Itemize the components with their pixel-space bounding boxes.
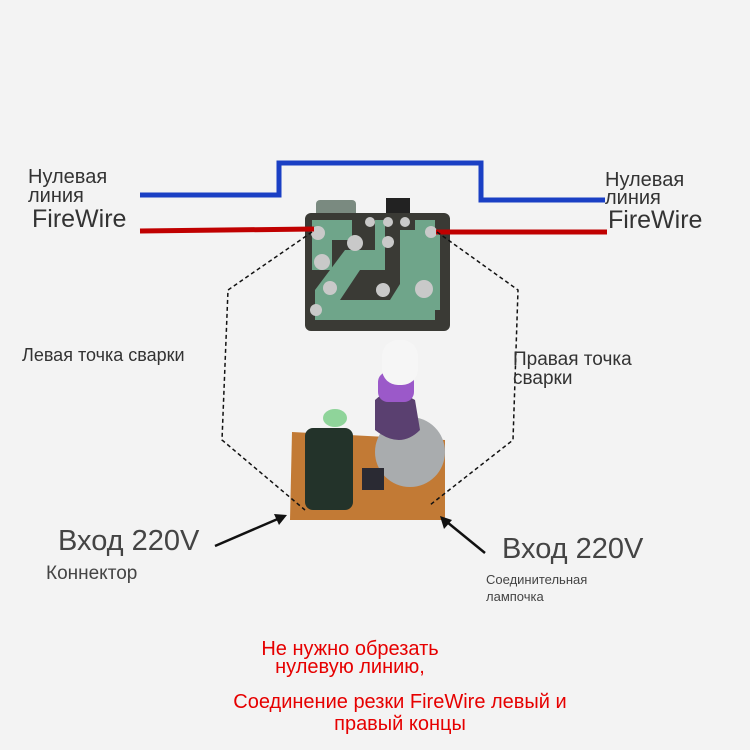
right-input-sub-2: лампочка <box>486 589 544 604</box>
right-neutral-label-2: линия <box>605 187 661 209</box>
right-input-label: Вход 220V <box>502 533 644 565</box>
neutral-wire <box>140 160 605 203</box>
arrow-icon <box>214 514 287 548</box>
note-line-3: Соединение резки FireWire левый и <box>233 691 567 713</box>
right-weld-point-label: Правая точка <box>513 349 632 370</box>
left-weld-point-label: Левая точка сварки <box>22 345 185 365</box>
switch-board-top <box>305 198 450 331</box>
left-firewire-label: FireWire <box>32 205 127 233</box>
right-firewire-label: FireWire <box>608 206 703 234</box>
left-weld-dashed-line <box>221 231 313 511</box>
firewire-left <box>139 226 315 234</box>
left-input-label: Вход 220V <box>58 525 200 557</box>
left-input-sub: Коннектор <box>46 563 138 584</box>
right-weld-dashed-line <box>429 231 519 506</box>
lamp-board-bottom <box>290 340 445 520</box>
note-line-2: нулевую линию, <box>275 656 425 678</box>
right-weld-point-label-2: сварки <box>513 368 573 389</box>
right-input-sub: Соединительная <box>486 572 588 587</box>
right-neutral-label: Нулевая <box>605 169 685 191</box>
note-line-1: Не нужно обрезать <box>261 638 439 660</box>
note-line-4: правый концы <box>334 713 466 735</box>
left-neutral-label: Нулевая <box>28 166 108 188</box>
arrow-icon <box>440 516 486 554</box>
left-neutral-label-2: линия <box>28 185 84 207</box>
